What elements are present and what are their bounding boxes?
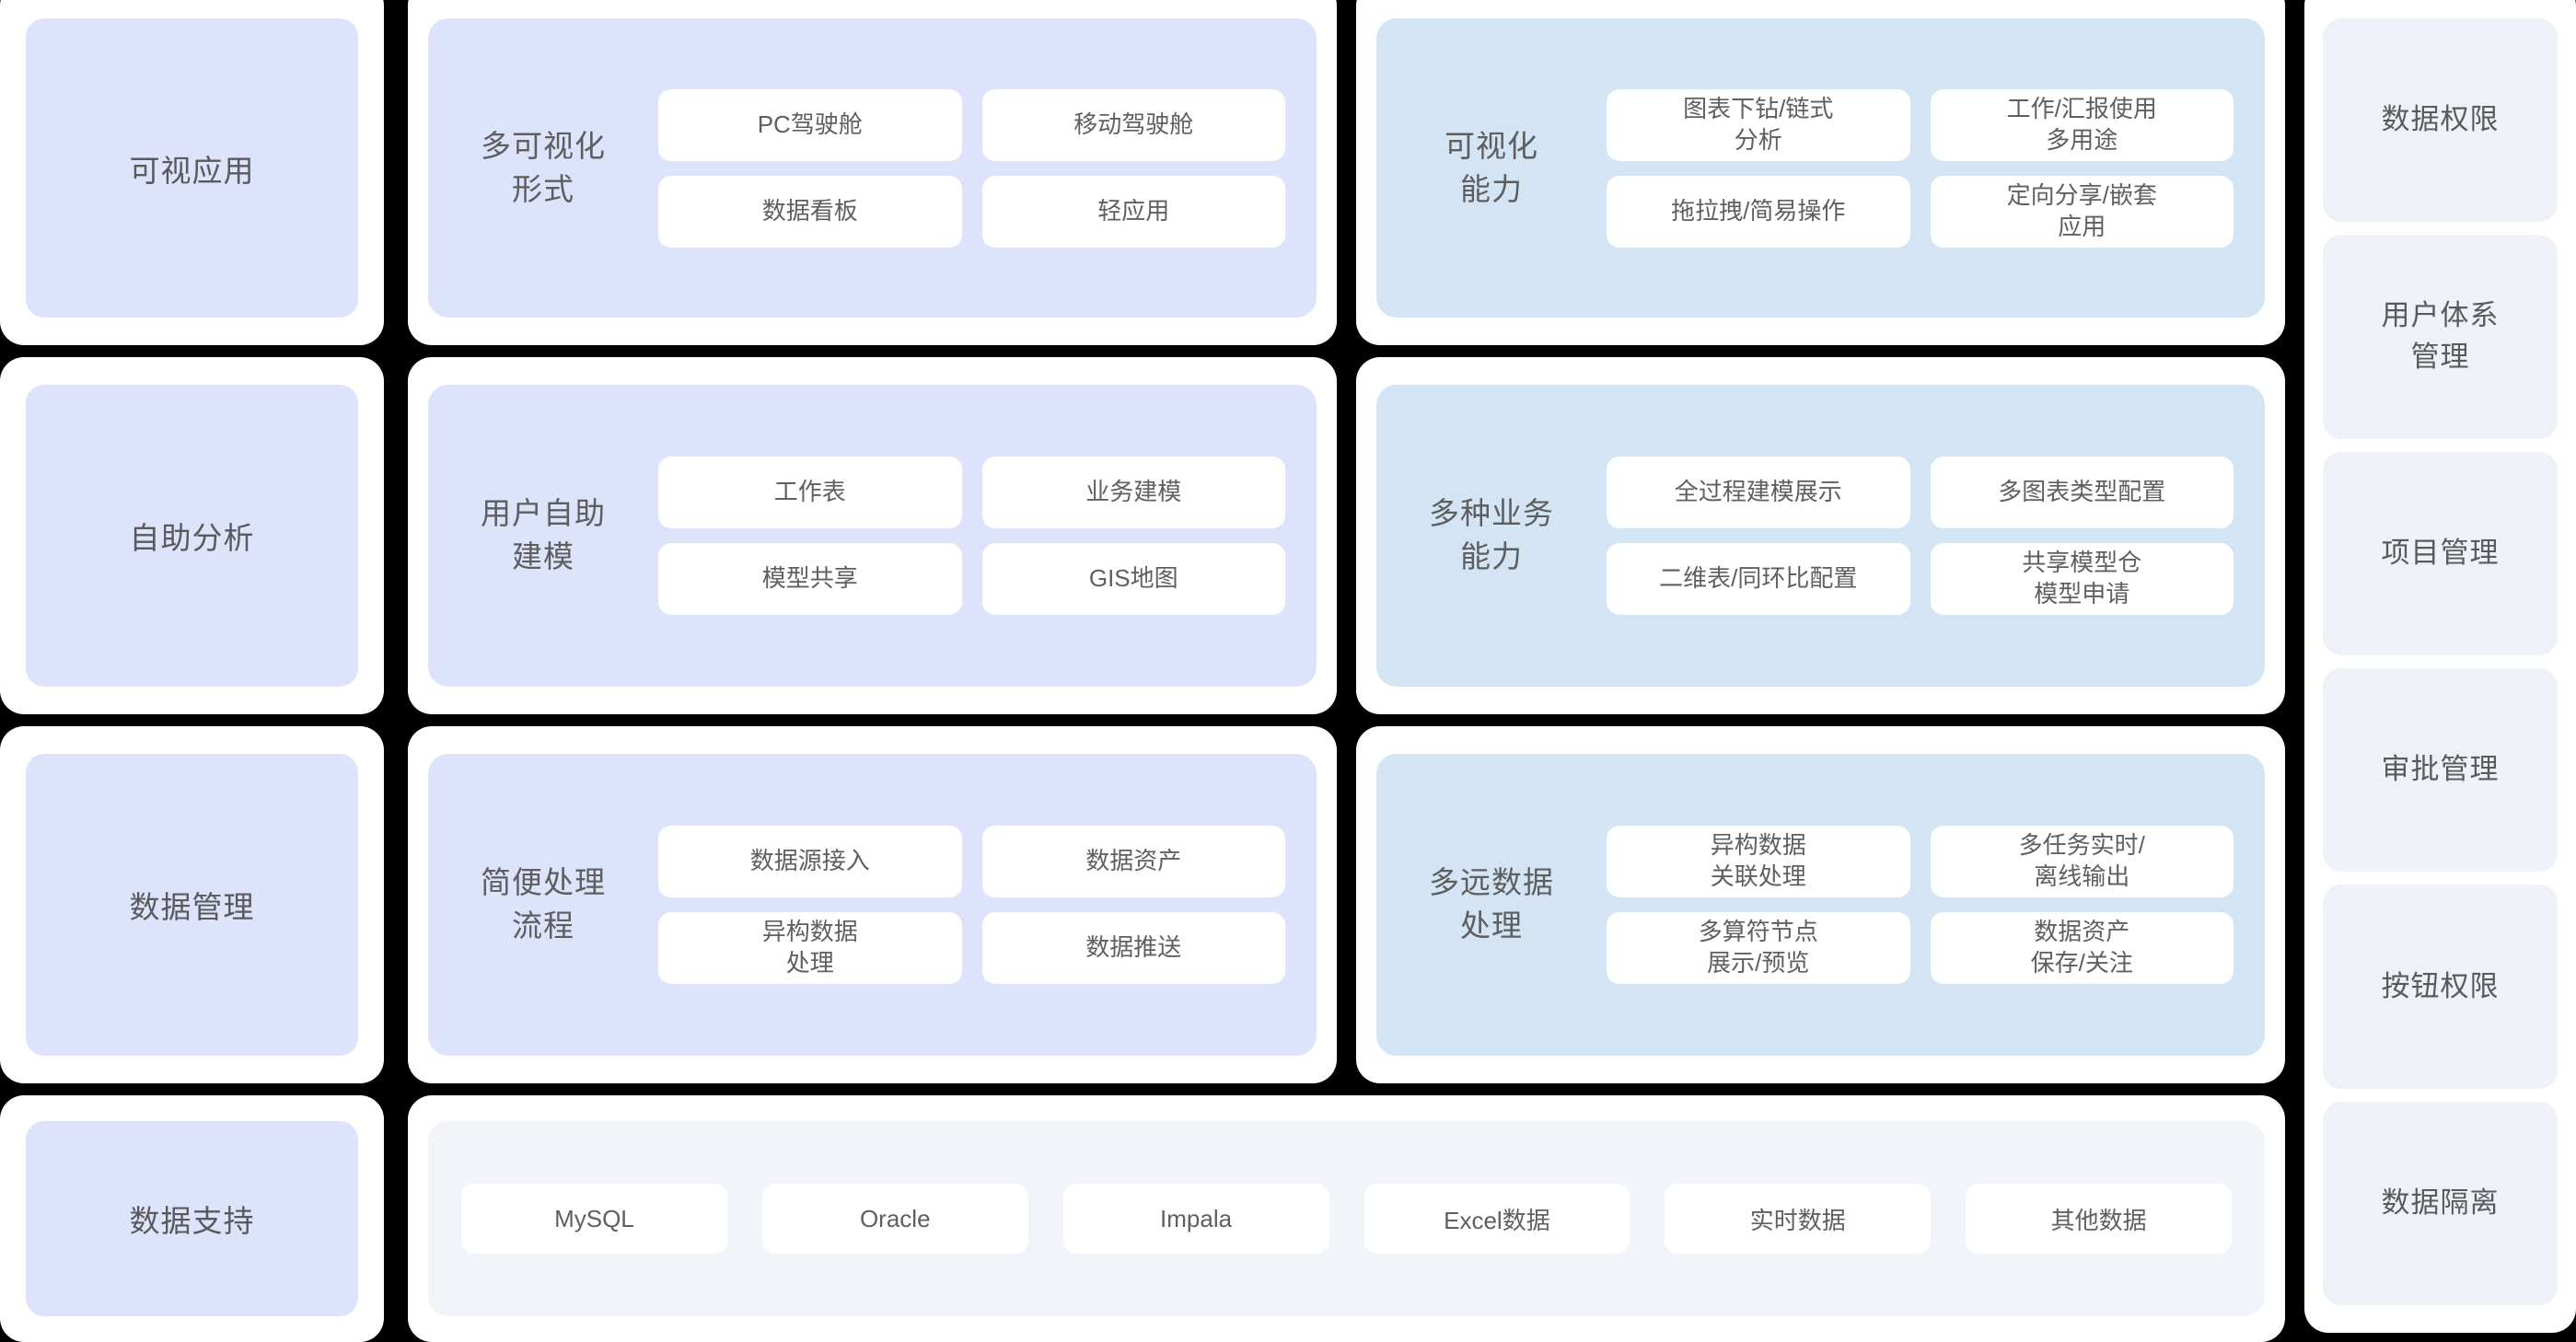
group-panel-multi-source-data-processing: 多远数据 处理 异构数据 关联处理 多任务实时/ 离线输出 (1376, 754, 2265, 1056)
group-panel-user-self-modeling: 用户自助 建模 工作表 业务建模 模型共享 GIS地图 (428, 385, 1317, 687)
category-label-self-service: 自助分析 (26, 385, 358, 687)
chip-excel-data[interactable]: Excel数据 (1363, 1184, 1630, 1254)
data-support-panel: MySQL Oracle Impala Excel数据 实时数据 其他数据 (428, 1121, 2265, 1316)
group-card-multi-source-data-processing: 多远数据 处理 异构数据 关联处理 多任务实时/ 离线输出 (1356, 726, 2285, 1083)
tile-model-sharing[interactable]: 模型共享 (658, 543, 962, 615)
tile-data-asset-save-follow[interactable]: 数据资产 保存/关注 (1930, 912, 2234, 984)
group-title-visual-capability: 可视化 能力 (1445, 128, 1538, 206)
tile-gis-map[interactable]: GIS地图 (981, 543, 1285, 615)
chip-other-data[interactable]: 其他数据 (1966, 1184, 2232, 1254)
tile-heterogeneous-data-association[interactable]: 异构数据 关联处理 (1607, 826, 1910, 897)
category-card-visual-app[interactable]: 可视应用 (0, 0, 384, 345)
group-title-user-self-modeling: 用户自助 建模 (481, 496, 606, 573)
tile-work-report-usage[interactable]: 工作/汇报使用 多用途 (1930, 88, 2234, 161)
tile-grid-multi-source-data-processing: 异构数据 关联处理 多任务实时/ 离线输出 多算符节点 展示/预览 (1607, 826, 2265, 984)
tile-drag-drop-simple-operation[interactable]: 拖拉拽/简易操作 (1607, 175, 1910, 248)
tile-grid-visual-capability: 图表下钻/链式 分析 工作/汇报使用 多用途 拖拉拽/简易操作 定向分享/嵌套 (1607, 88, 2265, 248)
chip-oracle[interactable]: Oracle (761, 1184, 1028, 1254)
group-card-simple-processing-flow: 简便处理 流程 数据源接入 数据资产 异构数据 处理 数据推送 (408, 726, 1337, 1083)
chip-realtime-data[interactable]: 实时数据 (1665, 1184, 1932, 1254)
sidebar-item-button-permission[interactable]: 按钮权限 (2323, 885, 2558, 1089)
tile-full-process-modeling-display[interactable]: 全过程建模展示 (1607, 457, 1910, 528)
tile-chart-drilldown[interactable]: 图表下钻/链式 分析 (1607, 88, 1910, 161)
tile-data-push[interactable]: 数据推送 (981, 912, 1285, 984)
tile-crosstab-yoy-mom-config[interactable]: 二维表/同环比配置 (1607, 543, 1910, 615)
tile-multi-operator-node-preview[interactable]: 多算符节点 展示/预览 (1607, 912, 1910, 984)
tile-data-dashboard[interactable]: 数据看板 (658, 175, 962, 248)
tile-grid-multi-visual-form: PC驾驶舱 移动驾驶舱 数据看板 轻应用 (658, 88, 1317, 248)
group-title-multi-source-data-processing: 多远数据 处理 (1429, 865, 1554, 943)
category-card-data-management[interactable]: 数据管理 (0, 726, 384, 1083)
group-title-multi-visual-form: 多可视化 形式 (481, 128, 606, 206)
group-card-visual-capability: 可视化 能力 图表下钻/链式 分析 工作/汇报使用 多用途 拖 (1356, 0, 2285, 345)
category-label-data-management: 数据管理 (26, 754, 358, 1056)
chip-impala[interactable]: Impala (1062, 1184, 1329, 1254)
tile-grid-simple-processing-flow: 数据源接入 数据资产 异构数据 处理 数据推送 (658, 826, 1317, 984)
category-label-visual-app: 可视应用 (26, 18, 358, 318)
group-panel-multi-visual-form: 多可视化 形式 PC驾驶舱 移动驾驶舱 数据看板 轻应用 (428, 18, 1317, 318)
chip-mysql[interactable]: MySQL (461, 1184, 727, 1254)
tile-heterogeneous-data-processing[interactable]: 异构数据 处理 (658, 912, 962, 984)
group-panel-multi-business-capability: 多种业务 能力 全过程建模展示 多图表类型配置 二维表/同环比配置 共享模型仓 … (1376, 385, 2265, 687)
tile-data-asset[interactable]: 数据资产 (981, 826, 1285, 897)
sidebar-item-data-permission[interactable]: 数据权限 (2323, 18, 2558, 223)
sidebar-item-project-management[interactable]: 项目管理 (2323, 451, 2558, 655)
data-source-chip-row: MySQL Oracle Impala Excel数据 实时数据 其他数据 (428, 1184, 2265, 1254)
tile-light-app[interactable]: 轻应用 (981, 175, 1285, 248)
group-card-multi-business-capability: 多种业务 能力 全过程建模展示 多图表类型配置 二维表/同环比配置 共享模型仓 … (1356, 357, 2285, 714)
sidebar-item-data-isolation[interactable]: 数据隔离 (2323, 1101, 2558, 1305)
category-card-data-support[interactable]: 数据支持 (0, 1095, 384, 1342)
category-card-self-service[interactable]: 自助分析 (0, 357, 384, 714)
tile-grid-user-self-modeling: 工作表 业务建模 模型共享 GIS地图 (658, 457, 1317, 615)
tile-multitask-realtime-offline-output[interactable]: 多任务实时/ 离线输出 (1930, 826, 2234, 897)
tile-shared-model-warehouse-request[interactable]: 共享模型仓 模型申请 (1930, 543, 2234, 615)
category-label-data-support: 数据支持 (26, 1121, 358, 1316)
tile-multi-chart-type-config[interactable]: 多图表类型配置 (1930, 457, 2234, 528)
tile-data-source-access[interactable]: 数据源接入 (658, 826, 962, 897)
group-panel-simple-processing-flow: 简便处理 流程 数据源接入 数据资产 异构数据 处理 数据推送 (428, 754, 1317, 1056)
group-card-multi-visual-form: 多可视化 形式 PC驾驶舱 移动驾驶舱 数据看板 轻应用 (408, 0, 1337, 345)
tile-pc-cockpit[interactable]: PC驾驶舱 (658, 88, 962, 161)
group-card-user-self-modeling: 用户自助 建模 工作表 业务建模 模型共享 GIS地图 (408, 357, 1337, 714)
sidebar-item-approval-management[interactable]: 审批管理 (2323, 667, 2558, 873)
sidebar-card: 数据权限 用户体系 管理 项目管理 审批管理 按钮权限 数据隔离 (2304, 0, 2576, 1333)
group-title-simple-processing-flow: 简便处理 流程 (481, 865, 606, 943)
tile-grid-multi-business-capability: 全过程建模展示 多图表类型配置 二维表/同环比配置 共享模型仓 模型申请 (1607, 457, 2265, 615)
tile-targeted-share-embed[interactable]: 定向分享/嵌套 应用 (1930, 175, 2234, 248)
tile-mobile-cockpit[interactable]: 移动驾驶舱 (981, 88, 1285, 161)
tile-worksheet[interactable]: 工作表 (658, 457, 962, 528)
group-panel-visual-capability: 可视化 能力 图表下钻/链式 分析 工作/汇报使用 多用途 拖 (1376, 18, 2265, 318)
tile-business-modeling[interactable]: 业务建模 (981, 457, 1285, 528)
data-support-strip: MySQL Oracle Impala Excel数据 实时数据 其他数据 (408, 1095, 2285, 1342)
sidebar-item-user-system-management[interactable]: 用户体系 管理 (2323, 235, 2558, 439)
group-title-multi-business-capability: 多种业务 能力 (1429, 496, 1554, 573)
